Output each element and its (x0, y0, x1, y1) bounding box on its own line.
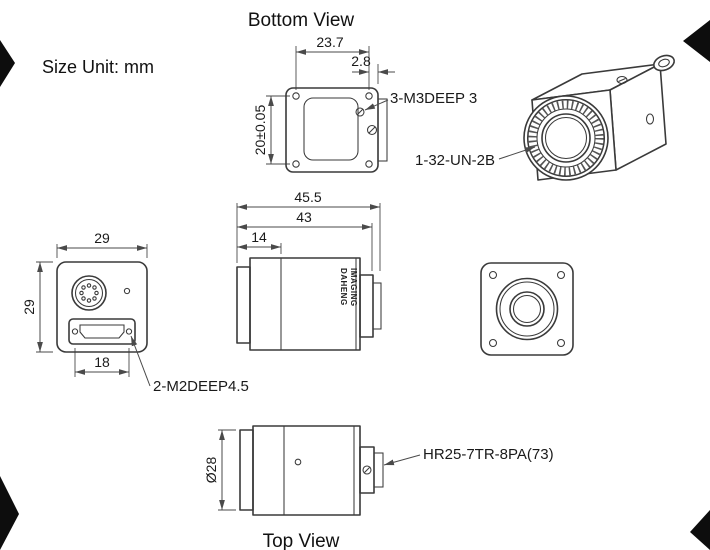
top-view-annotation: HR25-7TR-8PA(73) (383, 446, 554, 466)
side-lens-flange (236, 266, 251, 344)
bottom-view-dim-width: 23.7 (296, 34, 369, 55)
logo-line2: IMAGING (349, 268, 358, 307)
annotation-hr25: HR25-7TR-8PA(73) (423, 446, 554, 463)
mount-corner-holes (488, 270, 566, 348)
top-view: Ø28 HR25-7TR-8PA(73) (203, 425, 554, 516)
top-screw-hole (294, 458, 302, 466)
bottom-recess-outline (303, 97, 359, 161)
annotation-m3deep: 3-M3DEEP 3 (390, 90, 477, 107)
mount-rings (495, 277, 559, 341)
dim-label-29-left: 29 (21, 299, 37, 315)
side-view-extension-lines (236, 203, 381, 271)
side-connector (359, 274, 374, 338)
corner-mark-bottom-right (690, 510, 710, 550)
bottom-mount-holes (292, 92, 373, 168)
side-view-dim-body: 43 (237, 209, 372, 230)
logo-line1: DAHENG (339, 268, 348, 306)
bottom-connector-strip (377, 98, 388, 162)
corner-marks (0, 20, 710, 550)
lens-mount (523, 95, 609, 181)
top-body-outline (252, 425, 361, 516)
perspective-annotation: 1-32-UN-2B (415, 146, 536, 169)
dim-label-23-7: 23.7 (316, 34, 343, 50)
front-view: 29 29 18 (21, 230, 249, 395)
dim-label-29-top: 29 (94, 230, 110, 246)
bottom-view-annotation: 3-M3DEEP 3 (364, 90, 477, 111)
side-connector-tip (372, 282, 382, 330)
side-view: 45.5 43 14 DAHENG IMAGING (236, 189, 382, 351)
dim-label-d28: Ø28 (203, 457, 219, 484)
dim-label-2-8: 2.8 (351, 53, 371, 69)
led-hole (123, 287, 131, 295)
front-view-annotation: 2-M2DEEP4.5 (130, 335, 249, 395)
corner-mark-top-right (683, 20, 710, 62)
front-view-dim-screws: 18 (75, 354, 129, 375)
top-lens-barrel (239, 429, 254, 511)
side-view-dim-total: 45.5 (237, 189, 380, 210)
top-view-extension-lines (218, 429, 236, 511)
usb-port (68, 318, 136, 345)
bottom-view-dim-edge: 2.8 (351, 53, 395, 75)
top-connector (359, 446, 384, 494)
bottom-view-dim-height: 20±0.05 (252, 96, 274, 164)
dim-label-43: 43 (296, 209, 312, 225)
front-view-dim-width: 29 (57, 230, 147, 251)
body-screws (616, 75, 655, 125)
mount-face-view (480, 262, 574, 356)
side-view-dim-front: 14 (237, 229, 281, 250)
bottom-view: 23.7 2.8 20±0.05 3-M3DEEP 3 (252, 34, 477, 173)
mount-body-outline (480, 262, 574, 356)
annotation-thread: 1-32-UN-2B (415, 152, 495, 169)
dim-label-18: 18 (94, 354, 110, 370)
corner-mark-top-left (0, 40, 15, 87)
front-view-dim-height: 29 (21, 262, 43, 352)
top-knob (653, 54, 675, 72)
dim-label-20: 20±0.05 (252, 105, 268, 156)
dim-label-45-5: 45.5 (294, 189, 321, 205)
dim-label-14: 14 (251, 229, 267, 245)
bottom-screw-detail (355, 107, 378, 136)
top-view-dim-diameter: Ø28 (203, 430, 225, 510)
bottom-body-outline (285, 87, 379, 173)
brand-logo: DAHENG IMAGING (339, 268, 358, 307)
page-title: Bottom View (248, 10, 355, 31)
round-connector (71, 275, 107, 311)
corner-mark-bottom-left (0, 476, 19, 550)
size-unit-label: Size Unit: mm (42, 57, 154, 77)
front-body-outline (56, 261, 148, 353)
annotation-m2deep: 2-M2DEEP4.5 (153, 378, 249, 395)
perspective-view: 1-32-UN-2B (415, 54, 675, 181)
top-view-label: Top View (263, 531, 340, 550)
